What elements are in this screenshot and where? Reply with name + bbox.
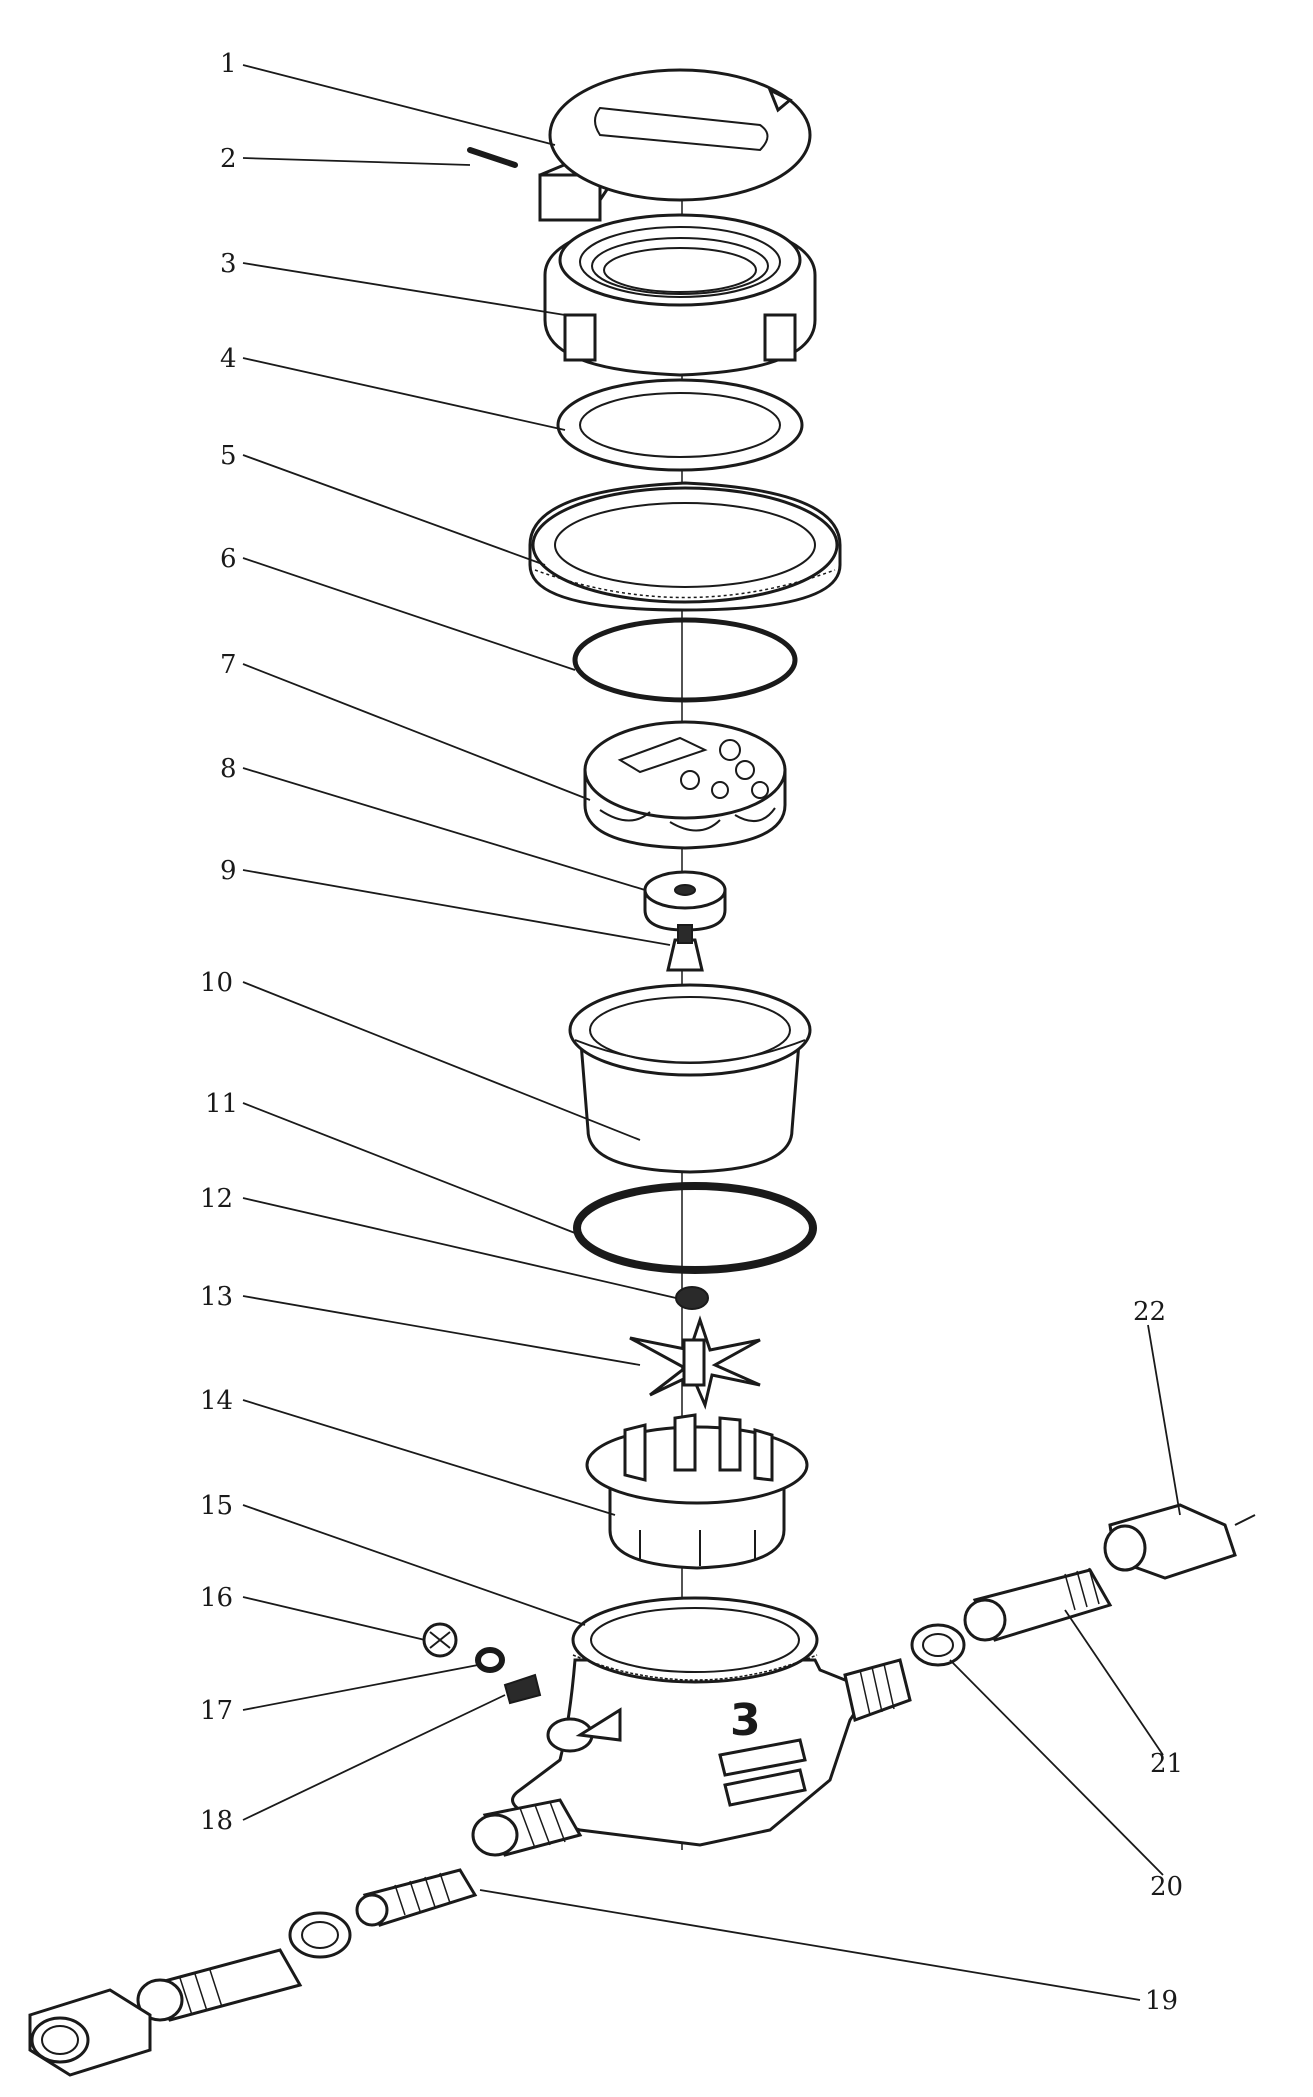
inlet-tailpiece xyxy=(136,1948,303,2022)
label-11: 11 xyxy=(205,1089,238,1119)
leader-19 xyxy=(479,1889,1141,2001)
part-20-outlet-washer xyxy=(910,1623,966,1667)
label-2: 2 xyxy=(220,144,237,174)
leader-7 xyxy=(242,663,591,801)
label-18: 18 xyxy=(200,1806,233,1836)
label-16: 16 xyxy=(200,1583,233,1613)
label-6: 6 xyxy=(220,544,237,574)
part-8-magnet xyxy=(643,870,727,932)
part-labels: 1 2 3 4 5 6 7 8 9 10 11 12 13 14 15 16 1… xyxy=(200,49,1183,2016)
label-13: 13 xyxy=(200,1282,233,1312)
leader-lines xyxy=(242,64,1181,2001)
leader-21 xyxy=(1064,1609,1164,1756)
leader-2 xyxy=(242,157,471,166)
part-21-outlet-tailpiece xyxy=(963,1567,1113,1642)
leader-22 xyxy=(1147,1324,1181,1516)
part-16-cap xyxy=(422,1622,458,1658)
body-mark: 3 xyxy=(730,1695,761,1746)
part-6-o-ring xyxy=(572,617,798,703)
leader-11 xyxy=(242,1102,581,1236)
leader-6 xyxy=(242,557,576,671)
part-11-o-ring xyxy=(573,1182,817,1274)
part-5-knurled-ring xyxy=(528,481,842,612)
leader-13 xyxy=(242,1295,641,1366)
leader-9 xyxy=(242,869,671,946)
leader-18 xyxy=(242,1694,506,1821)
label-7: 7 xyxy=(220,650,237,680)
label-19: 19 xyxy=(1145,1986,1178,2016)
part-12-bushing xyxy=(675,1286,709,1310)
label-17: 17 xyxy=(200,1696,233,1726)
part-22-outlet-nut xyxy=(1103,1503,1256,1580)
label-15: 15 xyxy=(200,1491,233,1521)
part-18-adjusting-screw xyxy=(503,1673,542,1705)
leader-10 xyxy=(242,981,641,1141)
part-19-inlet-pipe xyxy=(355,1868,478,1927)
label-3: 3 xyxy=(220,249,237,279)
part-17-washer xyxy=(475,1647,505,1673)
leader-5 xyxy=(242,454,546,566)
leader-15 xyxy=(242,1504,586,1626)
leader-20 xyxy=(949,1659,1164,1876)
label-22: 22 xyxy=(1133,1297,1166,1327)
label-12: 12 xyxy=(200,1184,233,1214)
label-5: 5 xyxy=(220,441,237,471)
leader-1 xyxy=(242,64,556,146)
part-4-gasket xyxy=(556,378,804,472)
leader-3 xyxy=(242,262,566,316)
part-9-shaft xyxy=(666,924,704,972)
label-10: 10 xyxy=(200,968,233,998)
leader-4 xyxy=(242,357,566,431)
inlet-nut xyxy=(28,1988,152,2077)
label-8: 8 xyxy=(220,754,237,784)
leader-14 xyxy=(242,1399,616,1516)
part-14-impeller-cage xyxy=(585,1413,809,1570)
inlet-washer xyxy=(288,1911,352,1959)
part-15-meter-body: 3 xyxy=(471,1596,912,1857)
label-9: 9 xyxy=(220,856,237,886)
part-1-lid xyxy=(538,68,812,222)
label-21: 21 xyxy=(1150,1749,1183,1779)
label-20: 20 xyxy=(1150,1872,1183,1902)
leader-17 xyxy=(242,1664,479,1711)
label-14: 14 xyxy=(200,1386,233,1416)
part-7-register xyxy=(583,720,787,850)
label-4: 4 xyxy=(220,344,237,374)
part-3-cover-ring xyxy=(543,213,817,377)
label-1: 1 xyxy=(220,49,237,79)
leader-12 xyxy=(242,1197,677,1299)
part-13-impeller xyxy=(629,1315,761,1410)
leader-16 xyxy=(242,1596,426,1641)
part-2-pin xyxy=(467,147,518,168)
part-10-inner-cup xyxy=(568,983,812,1174)
leader-8 xyxy=(242,767,646,891)
